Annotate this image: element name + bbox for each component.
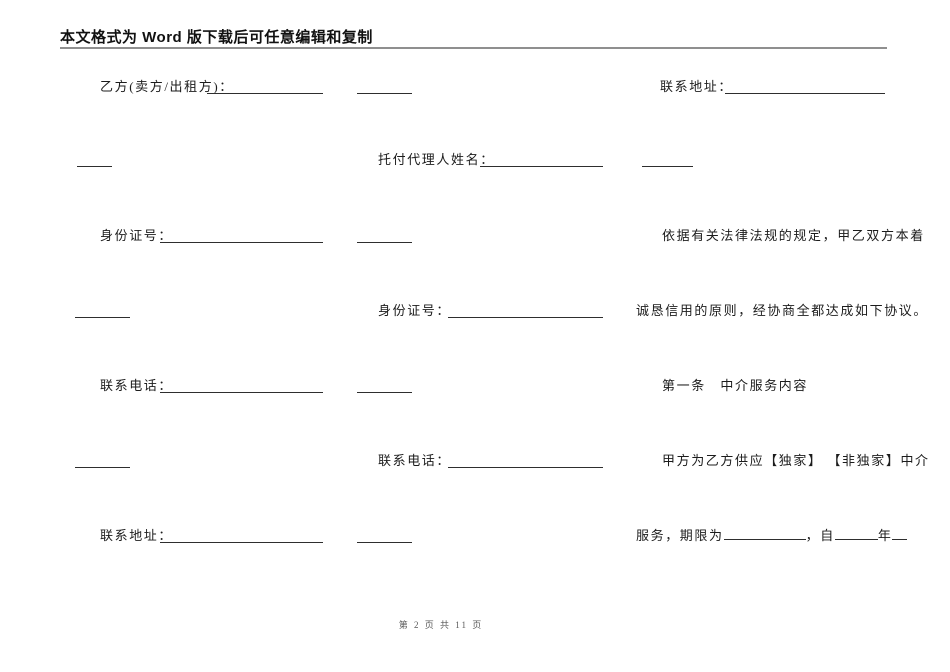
field-address-left-label: 联系地址：: [100, 528, 174, 543]
fill-blank-left-short-3: [75, 453, 130, 468]
fill-blank-phone-middle: [448, 453, 603, 468]
fill-blank-agent-name: [480, 152, 603, 167]
fill-blank-party-b: [207, 79, 323, 94]
field-phone-left-label: 联系电话：: [100, 378, 174, 393]
field-party-b-label: 乙方(卖方/出租方)：: [100, 79, 234, 94]
fill-blank-id-middle: [448, 303, 603, 318]
fill-blank-left-short-2: [75, 303, 130, 318]
field-agent-name-label: 托付代理人姓名：: [378, 152, 495, 167]
clause-one-line-2: 服务，期限为 ，自 年: [636, 528, 908, 544]
fill-blank-year: [834, 528, 878, 540]
fill-blank-address-right: [725, 79, 885, 94]
paragraph-legal-basis-1: 依据有关法律法规的规定，甲乙双方本着: [662, 228, 925, 243]
clause-one-line-2-seg1: 服务，期限为: [636, 528, 724, 543]
clause-one-line-2-seg2: ，自: [805, 528, 835, 543]
fill-blank-left-short-1: [77, 152, 112, 167]
clause-one-heading: 第一条 中介服务内容: [662, 378, 809, 393]
field-address-right-label: 联系地址：: [660, 79, 734, 94]
header-divider: [60, 47, 887, 49]
fill-blank-mid-short-4: [357, 528, 412, 543]
fill-blank-phone-left: [160, 378, 323, 393]
fill-blank-term: [723, 528, 806, 540]
paragraph-legal-basis-2: 诚恳信用的原则，经协商全都达成如下协议。: [636, 303, 929, 318]
fill-blank-right-short: [642, 152, 693, 167]
field-phone-middle-label: 联系电话：: [378, 453, 452, 468]
fill-blank-mid-short-2: [357, 228, 412, 243]
fill-blank-address-left: [160, 528, 323, 543]
page-footer: 第 2 页 共 11 页: [398, 620, 484, 630]
fill-blank-id-left: [160, 228, 323, 243]
fill-blank-trailing: [892, 528, 908, 540]
header-title: 本文格式为 Word 版下载后可任意编辑和复制: [60, 29, 373, 46]
clause-one-line-2-seg3: 年: [877, 528, 893, 543]
field-id-left-label: 身份证号：: [100, 228, 174, 243]
field-id-middle-label: 身份证号：: [378, 303, 452, 318]
clause-one-line-1: 甲方为乙方供应【独家】 【非独家】中介: [662, 453, 930, 468]
fill-blank-mid-short-1: [357, 79, 412, 94]
fill-blank-mid-short-3: [357, 378, 412, 393]
